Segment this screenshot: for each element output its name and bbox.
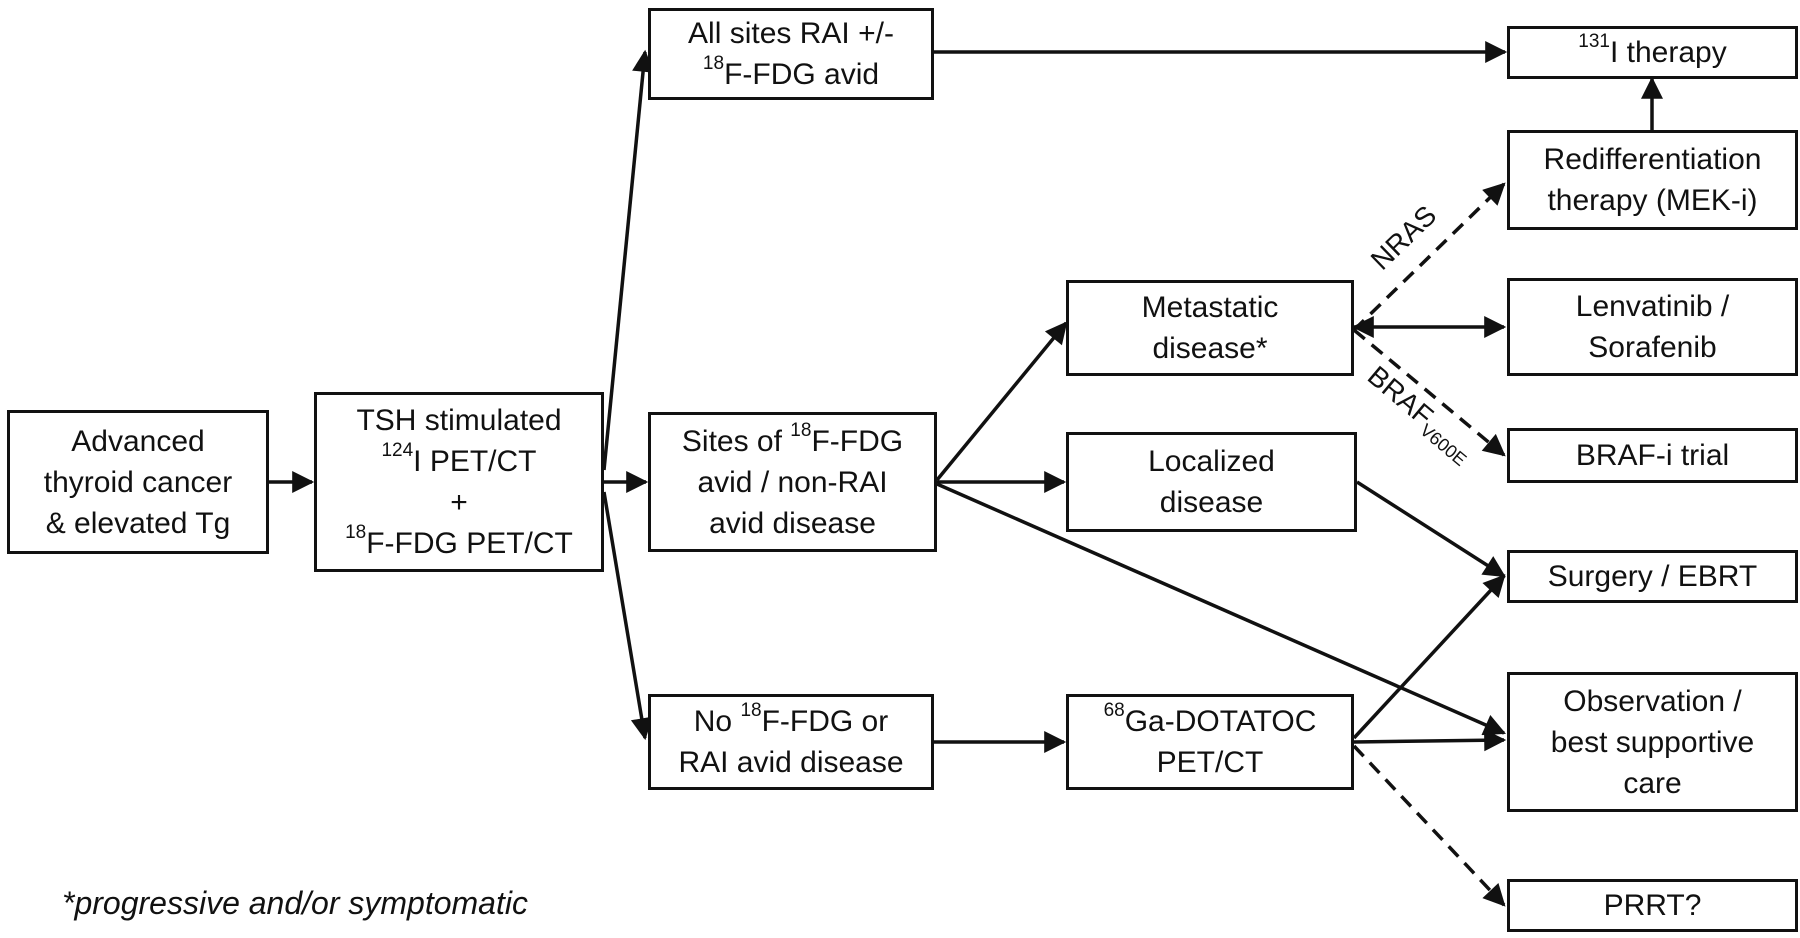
node-text: Metastatic: [1141, 291, 1279, 324]
node-text: +: [450, 486, 468, 519]
arrow-dotatoc-to-observation: [1353, 729, 1507, 752]
node-prrt: PRRT?: [1507, 879, 1798, 932]
node-text: best supportive: [1550, 725, 1755, 759]
node-text: disease: [1159, 486, 1264, 519]
node-text: therapy (MEK-i): [1547, 184, 1758, 217]
arrow-sites-to-observation: [936, 482, 1507, 736]
node-localized-disease: Localized disease: [1066, 432, 1357, 532]
node-text: care: [1623, 766, 1682, 800]
arrow-dotatoc-to-surgery: [1352, 574, 1506, 740]
node-braf-i-trial: BRAF-i trial: [1507, 428, 1798, 483]
node-text: Surgery / EBRT: [1547, 560, 1758, 593]
node-surgery-ebrt: Surgery / EBRT: [1507, 550, 1798, 603]
node-text: 18F-FDG PET/CT: [345, 522, 573, 560]
arrow-tsh-to-no-fdg: [602, 491, 653, 741]
node-text: thyroid cancer: [43, 465, 233, 499]
node-text: PET/CT: [1156, 746, 1264, 779]
node-all-sites-rai-avid: All sites RAI +/- 18F-FDG avid: [648, 8, 934, 100]
node-text: TSH stimulated: [356, 404, 562, 437]
node-text: 131I therapy: [1578, 31, 1727, 69]
node-text: avid / non-RAI: [697, 465, 888, 499]
node-text: RAI avid disease: [678, 746, 904, 779]
node-text: 18F-FDG avid: [702, 53, 880, 91]
node-observation-supportive-care: Observation / best supportive care: [1507, 672, 1798, 812]
node-text: avid disease: [709, 506, 876, 540]
node-text: PRRT?: [1603, 889, 1702, 922]
arrow-sites-to-metastatic: [935, 321, 1068, 482]
node-lenvatinib-sorafenib: Lenvatinib / Sorafenib: [1507, 278, 1798, 376]
node-text: Observation /: [1563, 684, 1742, 718]
node-redifferentiation-therapy: Redifferentiation therapy (MEK-i): [1507, 130, 1798, 230]
arrow-metastatic-to-braf-trial: [1352, 328, 1506, 457]
node-text: 124I PET/CT: [381, 440, 537, 478]
node-text: Redifferentiation: [1543, 143, 1762, 176]
node-advanced-thyroid-cancer: Advanced thyroid cancer & elevated Tg: [7, 410, 269, 554]
node-text: 68Ga-DOTATOC: [1103, 700, 1317, 738]
node-text: Localized: [1148, 445, 1275, 478]
arrow-dotatoc-to-prrt: [1352, 744, 1506, 907]
node-text: Advanced: [71, 424, 205, 458]
footnote: *progressive and/or symptomatic: [62, 885, 528, 921]
node-text: BRAF-i trial: [1575, 439, 1730, 472]
node-text: Sites of 18F-FDG: [681, 419, 904, 458]
node-tsh-stimulated-pet: TSH stimulated 124I PET/CT + 18F-FDG PET…: [314, 392, 604, 572]
node-text: Sorafenib: [1588, 331, 1717, 364]
arrow-tsh-to-all-sites: [602, 49, 655, 471]
node-no-fdg-rai-avid: No 18F-FDG or RAI avid disease: [648, 694, 934, 790]
arrow-metastatic-to-redifferentiation: [1352, 182, 1506, 332]
node-text: All sites RAI +/-: [688, 17, 894, 50]
node-ga-dotatoc-pet: 68Ga-DOTATOC PET/CT: [1066, 694, 1354, 790]
node-sites-fdg-avid: Sites of 18F-FDG avid / non-RAI avid dis…: [648, 412, 937, 552]
node-i131-therapy: 131I therapy: [1507, 26, 1798, 79]
node-text: & elevated Tg: [45, 506, 231, 540]
arrow-localized-to-surgery: [1356, 480, 1506, 578]
node-metastatic-disease: Metastatic disease*: [1066, 280, 1354, 376]
node-text: No 18F-FDG or: [693, 700, 889, 738]
node-text: disease*: [1152, 332, 1268, 365]
node-text: Lenvatinib /: [1575, 290, 1730, 323]
